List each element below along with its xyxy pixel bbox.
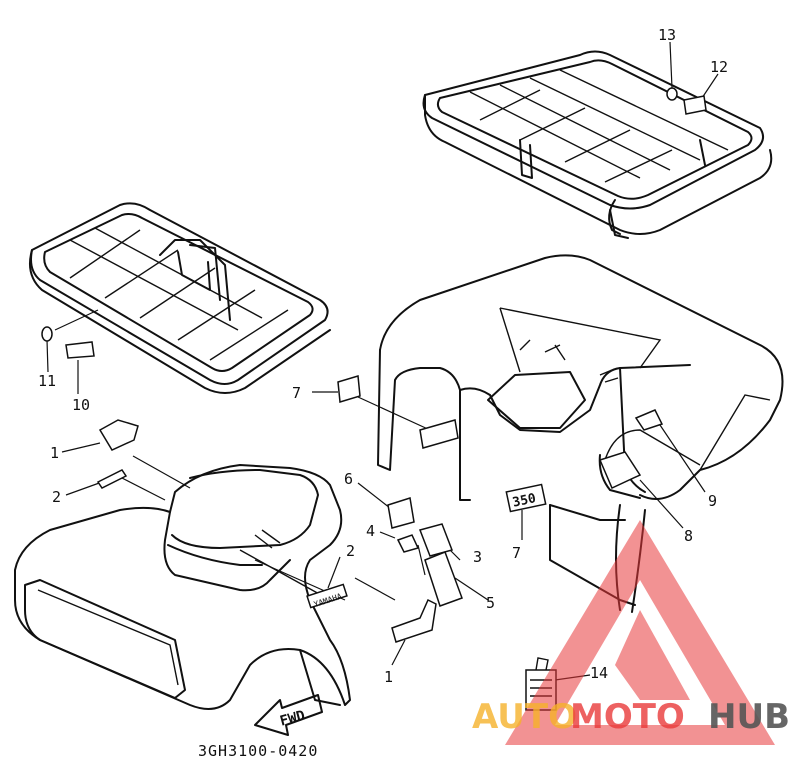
callout-7a: 7 — [292, 384, 301, 402]
sticker-9 — [634, 409, 664, 431]
callout-4: 4 — [366, 522, 375, 540]
rear-carrier-rack — [422, 50, 773, 239]
brand-decal — [306, 583, 348, 609]
front-fender — [14, 464, 351, 710]
callout-6: 6 — [344, 470, 353, 488]
callout-13: 13 — [658, 26, 676, 44]
emblem-350 — [505, 483, 547, 513]
callout-11: 11 — [38, 372, 56, 390]
sticker-10 — [65, 341, 95, 359]
part-code: 3GH3100-0420 — [198, 742, 318, 760]
callout-9: 9 — [708, 492, 717, 510]
callout-12: 12 — [710, 58, 728, 76]
fwd-label: FWD — [278, 708, 307, 730]
leader-lines — [46, 41, 719, 681]
rear-fender — [377, 254, 784, 613]
callout-1a: 1 — [50, 444, 59, 462]
watermark-logo: AUTO MOTO HUB — [472, 520, 790, 745]
watermark-text-moto: MOTO — [570, 697, 685, 737]
callout-14: 14 — [590, 664, 608, 682]
sticker-3 — [419, 523, 453, 557]
callout-2a: 2 — [52, 488, 61, 506]
watermark-text-hub: HUB — [708, 697, 790, 737]
callout-5: 5 — [486, 594, 495, 612]
sticker-1-front — [98, 419, 139, 451]
callout-1b: 1 — [384, 668, 393, 686]
sticker-6 — [387, 497, 415, 529]
sticker-5 — [424, 551, 463, 607]
watermark-triangle-icon — [505, 520, 775, 745]
watermark-text-auto: AUTO — [472, 697, 577, 737]
sticker-13 — [666, 87, 678, 101]
callout-3: 3 — [473, 548, 482, 566]
sticker-11 — [41, 326, 53, 342]
emblem-350-text: 350 — [511, 491, 537, 511]
sticker-7-top — [337, 375, 361, 403]
front-carrier-rack — [29, 202, 331, 394]
sticker-8 — [598, 451, 642, 490]
sticker-2-front — [96, 469, 128, 489]
emblem-front — [391, 598, 437, 643]
sticker-12 — [683, 95, 707, 115]
callout-2b: 2 — [346, 542, 355, 560]
callout-numbers: 1 2 2 1 3 4 5 6 7 7 8 9 10 11 12 13 14 — [38, 26, 728, 686]
callout-7b: 7 — [512, 544, 521, 562]
sticker-4 — [396, 534, 420, 553]
callout-8: 8 — [684, 527, 693, 545]
fwd-arrow: FWD — [254, 694, 323, 736]
sticker-7-panel — [419, 419, 459, 449]
callout-10: 10 — [72, 396, 90, 414]
